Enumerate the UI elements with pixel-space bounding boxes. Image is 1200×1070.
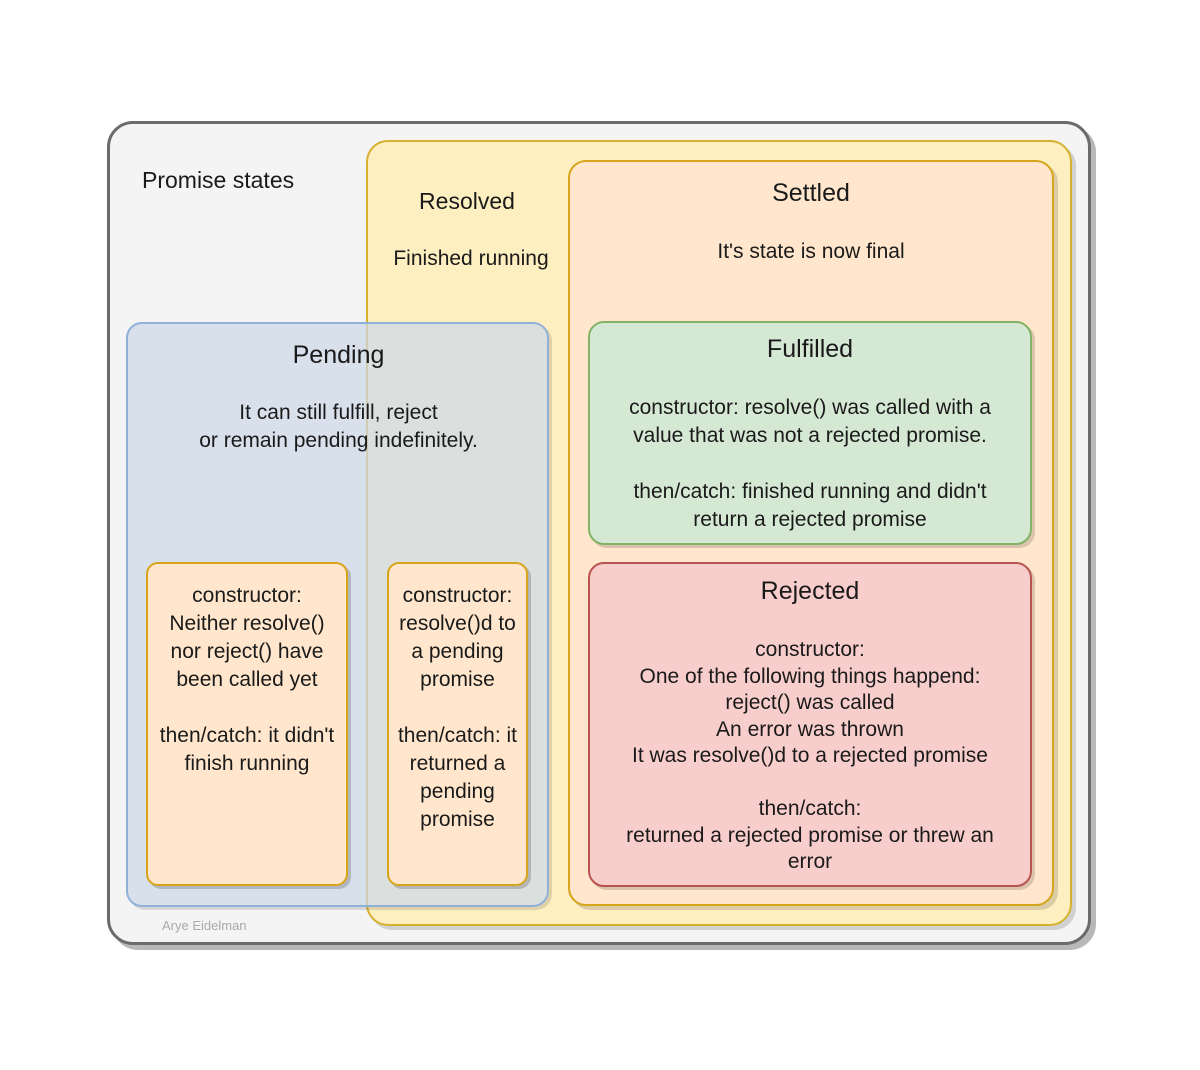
rejected-line: then/catch: — [758, 797, 862, 820]
pending-case-resolved-to-pending-box — [387, 562, 528, 886]
rejected-line: reject() was called — [725, 691, 895, 714]
rejected-state-box — [588, 562, 1032, 887]
pending-case-line: a pending — [411, 640, 504, 663]
pending-case-line: finish running — [184, 752, 310, 775]
pending-case-resolved-to-pending-text: constructor: resolve()d to a pending pro… — [387, 582, 528, 834]
pending-case-spacer — [387, 694, 528, 722]
settled-description: It's state is now final — [717, 240, 905, 263]
pending-case-line: constructor: — [402, 584, 513, 607]
rejected-line: constructor: — [755, 638, 865, 661]
diagram-title: Promise states — [142, 167, 295, 193]
settled-title: Settled — [772, 179, 850, 207]
resolved-description: Finished running — [393, 247, 549, 270]
rejected-line: An error was thrown — [716, 717, 904, 741]
pending-case-line: been called yet — [176, 668, 318, 691]
rejected-line: It was resolve()d to a rejected promise — [632, 744, 988, 767]
pending-case-line: promise — [420, 808, 495, 831]
pending-case-line: promise — [420, 668, 495, 691]
fulfilled-line: then/catch: finished running and didn't — [633, 480, 987, 503]
rejected-description: constructor: One of the following things… — [588, 637, 1032, 876]
rejected-line-spacer — [588, 770, 1032, 797]
fulfilled-description: constructor: resolve() was called with a… — [588, 394, 1032, 534]
pending-case-line: nor reject() have — [170, 640, 324, 663]
fulfilled-title: Fulfilled — [766, 335, 854, 363]
rejected-line: One of the following things happend: — [639, 664, 981, 688]
pending-description: It can still fulfill, reject or remain p… — [126, 399, 551, 455]
pending-case-line: resolve()d to — [399, 612, 516, 635]
fulfilled-line-spacer — [588, 450, 1032, 478]
author-credit: Arye Eidelman — [162, 918, 247, 933]
rejected-title: Rejected — [760, 577, 860, 605]
pending-line: It can still fulfill, reject — [239, 401, 438, 424]
pending-title: Pending — [292, 341, 385, 369]
pending-case-line: then/catch: it — [397, 724, 518, 747]
rejected-line: returned a rejected promise or threw an — [626, 823, 994, 847]
rejected-line: error — [787, 850, 833, 873]
pending-case-line: returned a — [409, 752, 506, 775]
pending-case-line: constructor: — [192, 584, 302, 607]
fulfilled-line: return a rejected promise — [693, 508, 927, 531]
resolved-title: Resolved — [419, 188, 515, 214]
pending-case-not-called-box — [146, 562, 348, 886]
fulfilled-line: value that was not a rejected promise. — [633, 424, 987, 447]
fulfilled-line: constructor: resolve() was called with a — [629, 396, 991, 419]
pending-case-line: then/catch: it didn't — [159, 724, 335, 747]
pending-case-line: Neither resolve() — [169, 612, 325, 635]
pending-line: or remain pending indefinitely. — [199, 429, 478, 452]
pending-case-line: pending — [420, 780, 495, 803]
pending-case-not-called-text: constructor: Neither resolve() nor rejec… — [146, 582, 348, 778]
pending-case-spacer — [146, 694, 348, 722]
fulfilled-state-box — [588, 321, 1032, 545]
